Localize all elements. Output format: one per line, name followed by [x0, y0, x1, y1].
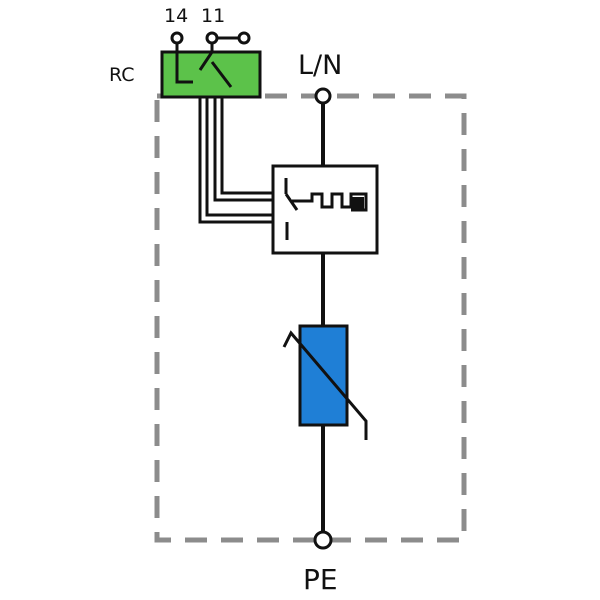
pin-11-label: 11	[201, 5, 225, 27]
line-neutral-label: L/N	[298, 50, 342, 81]
protective-earth-terminal	[313, 530, 333, 550]
device-enclosure	[154, 93, 467, 543]
rc-contact-icon	[160, 31, 262, 99]
protective-earth-label: PE	[303, 563, 338, 596]
pin-14-label: 14	[164, 5, 188, 27]
varistor-icon	[282, 324, 368, 440]
signal-wires	[198, 97, 273, 224]
line-neutral-terminal	[314, 87, 332, 105]
disconnector-icon	[271, 164, 379, 255]
rc-label: RC	[109, 64, 135, 86]
